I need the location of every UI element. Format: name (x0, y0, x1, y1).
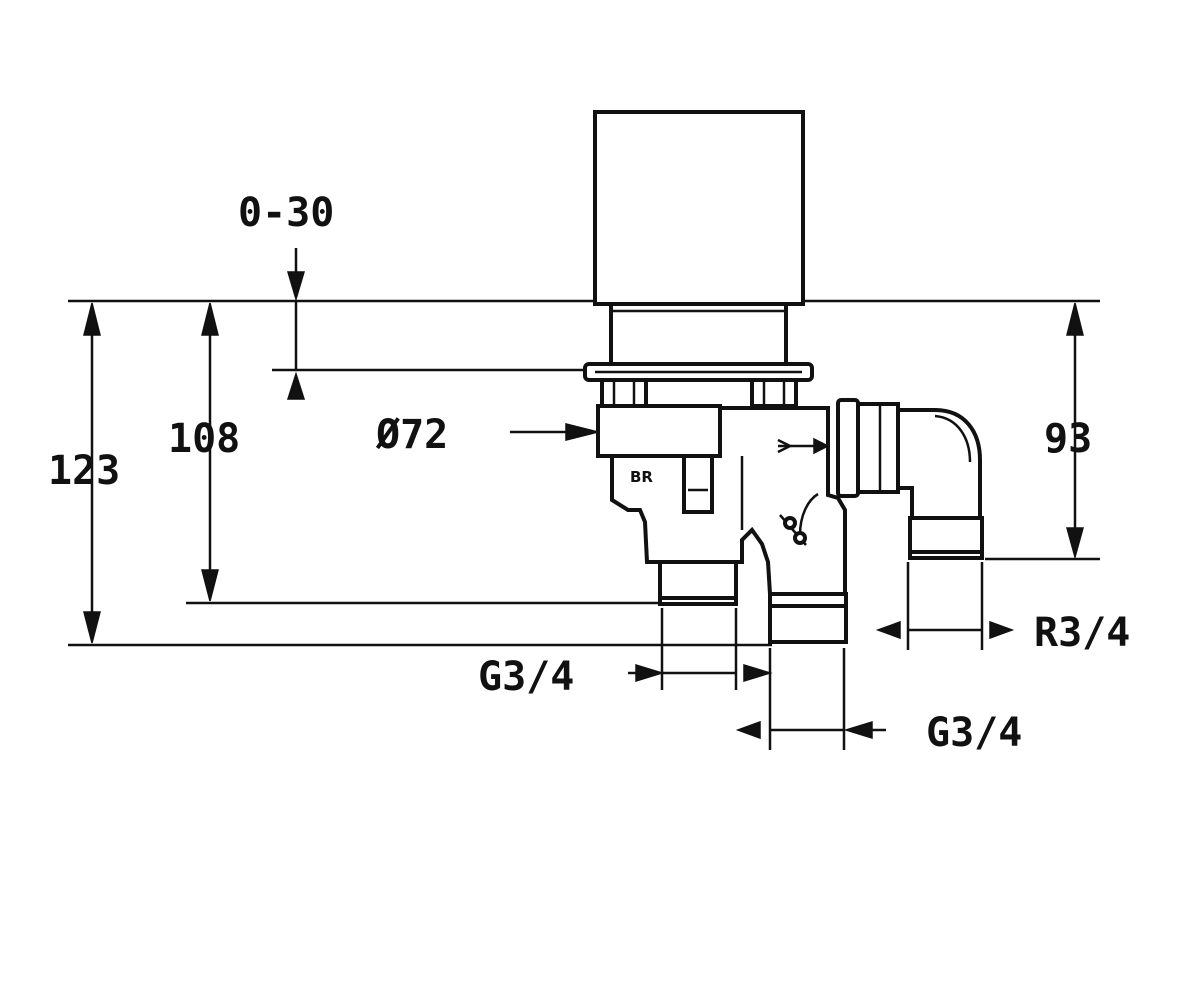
body-mounting-block (596, 404, 722, 458)
outlet-connector (908, 516, 984, 560)
right-nut (750, 378, 798, 408)
dimension-diameter: Ø72 (375, 412, 599, 458)
valve-assembly: BR (583, 110, 984, 644)
dimension-93: 93 (1044, 302, 1092, 560)
left-inlet-connector (658, 560, 738, 606)
outlet-union-nut (836, 398, 860, 498)
dimension-0-30: 0-30 (238, 190, 334, 400)
dimension-diameter-label: Ø72 (375, 412, 448, 458)
inlet-thread-left-label: G3/4 (478, 654, 574, 700)
handle-cap (593, 110, 805, 306)
dimension-93-label: 93 (1044, 416, 1092, 462)
right-inlet-connector (768, 592, 848, 644)
outlet-thread-label: R3/4 (1034, 610, 1130, 656)
check-valve-marker (779, 514, 807, 546)
dimension-inlet-thread-right: G3/4 (735, 710, 1022, 756)
flow-arrow-marker (777, 437, 830, 455)
valve-body (610, 406, 847, 596)
internal-stem (682, 454, 714, 514)
left-nut (600, 378, 648, 408)
outlet-elbow (896, 408, 982, 522)
dimension-0-30-label: 0-30 (238, 190, 334, 236)
inlet-thread-right-label: G3/4 (926, 710, 1022, 756)
spindle-sleeve (609, 302, 788, 366)
dimension-108: 108 (168, 302, 240, 602)
dimension-108-label: 108 (168, 416, 240, 462)
dimension-outlet-thread: R3/4 (875, 610, 1130, 656)
dimension-123-label: 123 (48, 448, 120, 494)
dimension-inlet-thread-left: G3/4 (478, 654, 773, 700)
dimension-123: 123 (48, 302, 120, 644)
body-marking: BR (630, 468, 653, 486)
outlet-coupling (856, 402, 900, 494)
